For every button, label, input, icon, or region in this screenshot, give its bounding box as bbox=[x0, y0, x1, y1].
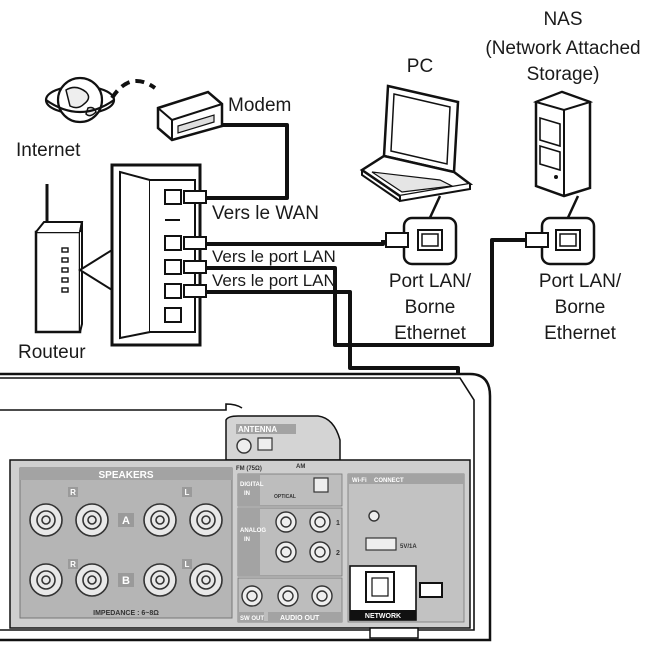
router-lan-port-2 bbox=[164, 259, 182, 275]
label-port-nas-1: Port LAN/ bbox=[539, 271, 622, 292]
globe-icon bbox=[44, 76, 116, 124]
label-internet: Internet bbox=[16, 140, 81, 161]
receiver-network-port bbox=[365, 571, 395, 603]
router-wan-port bbox=[164, 189, 182, 205]
label-routeur: Routeur bbox=[18, 342, 86, 363]
label-analog-in: IN bbox=[244, 537, 250, 543]
label-port-nas-2: Borne bbox=[555, 297, 606, 318]
label-r-b: R bbox=[70, 560, 76, 569]
wifi-connect-button bbox=[368, 510, 380, 522]
label-audio-out: AUDIO OUT bbox=[280, 615, 320, 622]
cable-router-pc bbox=[205, 240, 385, 246]
label-modem: Modem bbox=[228, 95, 291, 116]
optical-input-port bbox=[313, 477, 329, 493]
labels: NAS (Network Attached Storage) PC Modem … bbox=[16, 9, 641, 363]
cable-modem-wan bbox=[205, 123, 289, 200]
analog-input-jacks bbox=[275, 511, 331, 563]
label-vers-wan: Vers le WAN bbox=[212, 203, 319, 224]
usb-port bbox=[365, 537, 397, 551]
label-connect: CONNECT bbox=[374, 478, 404, 484]
label-two: 2 bbox=[336, 550, 340, 557]
router-lan-port-1 bbox=[164, 235, 182, 251]
label-wifi: Wi-Fi bbox=[352, 478, 367, 484]
label-nas-desc-2: Storage) bbox=[527, 64, 600, 85]
label-usb: 5V/1A bbox=[400, 544, 417, 550]
label-l-b: L bbox=[185, 560, 190, 569]
label-sw-out: SW OUT bbox=[240, 616, 264, 622]
label-port-pc-2: Borne bbox=[405, 297, 456, 318]
label-ch-b: B bbox=[122, 575, 130, 587]
label-r-a: R bbox=[70, 488, 76, 497]
label-one: 1 bbox=[336, 520, 340, 527]
router-icon bbox=[34, 184, 113, 334]
nas-lan-port-callout bbox=[525, 195, 596, 266]
label-l-a: L bbox=[185, 488, 190, 497]
label-digital-in: IN bbox=[244, 491, 250, 497]
nas-icon bbox=[532, 90, 594, 198]
receiver-rear-panel: SPEAKERS IMPEDANCE : 6~8Ω A B R L R L bbox=[0, 372, 492, 642]
output-jacks bbox=[241, 585, 333, 607]
label-am: AM bbox=[296, 464, 305, 470]
label-vers-lan-2: Vers le port LAN bbox=[212, 271, 336, 290]
cable-internet-modem bbox=[110, 78, 157, 100]
label-port-pc-1: Port LAN/ bbox=[389, 271, 472, 292]
nas-lan-port bbox=[555, 229, 581, 251]
router-ports-panel bbox=[110, 163, 207, 347]
label-speakers: SPEAKERS bbox=[98, 470, 153, 481]
label-fm: FM (75Ω) bbox=[236, 466, 262, 472]
label-vers-lan-1: Vers le port LAN bbox=[212, 247, 336, 266]
speaker-terminals bbox=[29, 503, 223, 597]
fm-antenna-jack bbox=[236, 438, 252, 454]
label-pc: PC bbox=[407, 56, 433, 77]
laptop-icon bbox=[359, 84, 474, 203]
label-digital: DIGITAL bbox=[240, 482, 264, 488]
modem-icon bbox=[156, 90, 224, 142]
am-antenna-terminal bbox=[257, 437, 273, 451]
cable-router-nas bbox=[205, 238, 530, 347]
label-ch-a: A bbox=[122, 515, 130, 527]
label-port-pc-3: Ethernet bbox=[394, 323, 467, 344]
router-lan-port-4 bbox=[164, 307, 182, 323]
label-impedance: IMPEDANCE : 6~8Ω bbox=[93, 610, 159, 617]
label-analog: ANALOG bbox=[240, 528, 266, 534]
label-nas: NAS bbox=[543, 9, 582, 30]
router-lan-port-3 bbox=[164, 283, 182, 299]
label-network: NETWORK bbox=[365, 613, 401, 620]
label-nas-desc-1: (Network Attached bbox=[485, 38, 640, 59]
label-antenna: ANTENNA bbox=[238, 425, 277, 434]
label-optical: OPTICAL bbox=[274, 494, 296, 500]
pc-lan-port bbox=[417, 229, 443, 251]
pc-lan-port-callout bbox=[385, 195, 458, 266]
label-port-nas-3: Ethernet bbox=[544, 323, 617, 344]
